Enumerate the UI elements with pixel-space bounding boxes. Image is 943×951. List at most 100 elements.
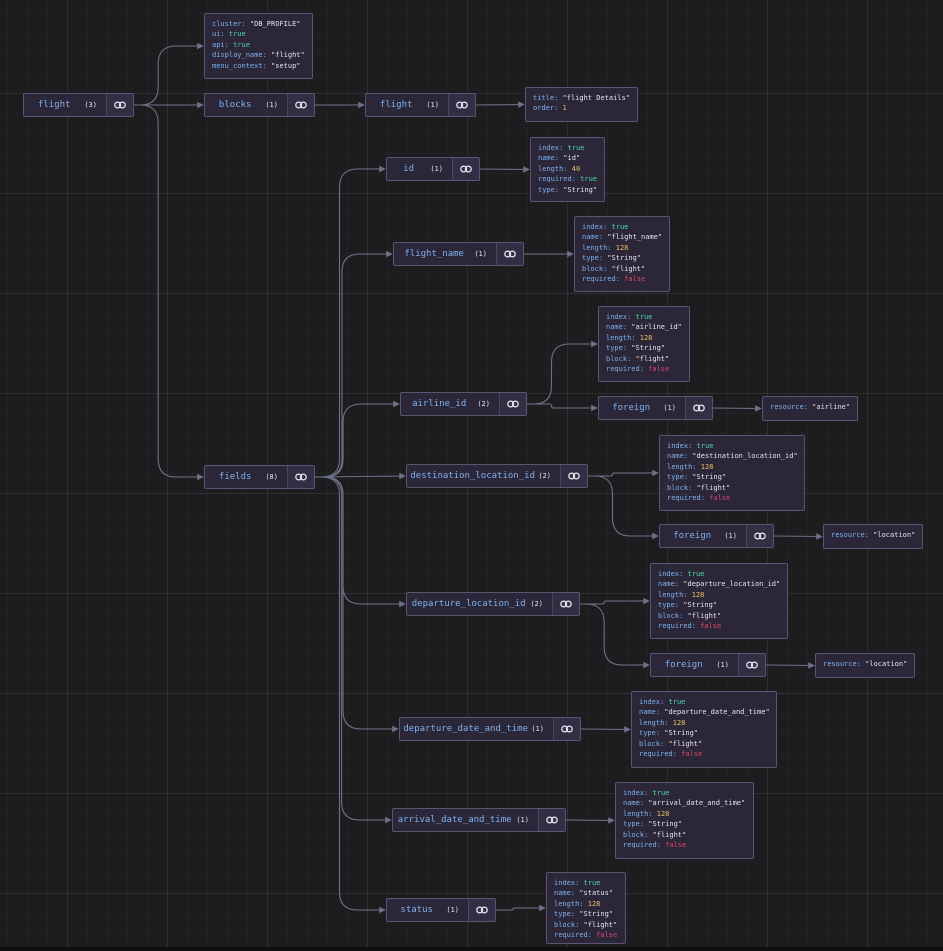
prop-row: index: true [658, 570, 705, 578]
prop-key: length [639, 718, 665, 727]
prop-value: "flight" [668, 739, 703, 748]
node-label: flight_name [404, 249, 464, 259]
prop-value: "flight" [611, 264, 646, 273]
link-icon[interactable] [496, 243, 523, 265]
node-destination-foreign[interactable]: foreign(1) [659, 524, 774, 548]
node-count: (1) [724, 532, 737, 540]
prop-key: length [623, 809, 649, 818]
prop-key: name [554, 889, 571, 898]
node-label: flight [379, 100, 413, 110]
props-airline-resource: resource: "airline" [762, 396, 858, 421]
prop-key: required [582, 275, 616, 284]
props-departure-resource: resource: "location" [815, 653, 915, 678]
prop-key: type [582, 254, 599, 263]
prop-value: false [665, 841, 687, 850]
node-label: departure_location_id [411, 599, 526, 609]
prop-row: type: "String" [606, 344, 666, 353]
prop-key: length [606, 333, 632, 342]
prop-value: "airline_id" [631, 323, 682, 332]
prop-row: index: true [582, 223, 629, 231]
prop-key: required [606, 365, 640, 374]
prop-row: index: true [639, 698, 686, 706]
prop-key: required [639, 750, 673, 759]
prop-row: index: true [606, 313, 653, 321]
edge-flight-block-to-props-block [475, 101, 525, 108]
prop-row: required: false [639, 750, 703, 759]
link-icon[interactable] [468, 899, 495, 921]
prop-row: required: false [667, 494, 731, 503]
edge-destination-foreign-to-props-destination-resource [773, 533, 823, 540]
node-airline-foreign[interactable]: foreign(1) [598, 396, 713, 420]
link-icon[interactable] [560, 465, 587, 487]
prop-value: "departure_location_id" [683, 580, 781, 589]
node-flight-name[interactable]: flight_name (1) [393, 242, 524, 266]
link-icon[interactable] [685, 397, 712, 419]
node-count: (1) [426, 101, 439, 109]
node-airline-id[interactable]: airline_id(2) [400, 392, 527, 416]
prop-key: required [623, 841, 657, 850]
prop-row: index: true [667, 442, 714, 450]
bottom-strip [0, 947, 943, 951]
prop-value: true [652, 789, 670, 797]
prop-value: true [668, 698, 686, 706]
prop-row: required: true [538, 175, 598, 184]
prop-value: "String" [648, 820, 683, 829]
node-id[interactable]: id(1) [386, 157, 480, 181]
prop-value: "status" [579, 889, 614, 898]
node-count: (8) [265, 473, 278, 481]
prop-key: required [554, 931, 588, 940]
prop-value: 128 [656, 809, 670, 818]
node-departure-date-and-time[interactable]: departure_date_and_time(1) [399, 717, 581, 741]
prop-key: index [582, 223, 604, 231]
prop-row: order: 1 [533, 104, 567, 113]
node-label: foreign [612, 403, 651, 413]
node-flight-root[interactable]: flight(3) [23, 93, 134, 117]
node-blocks[interactable]: blocks(1) [204, 93, 315, 117]
prop-key: block [658, 611, 680, 620]
link-icon[interactable] [499, 393, 526, 415]
prop-value: "String" [692, 473, 727, 482]
prop-row: resource: "location" [823, 660, 908, 668]
node-departure-location-id[interactable]: departure_location_id(2) [406, 592, 580, 616]
prop-value: false [700, 622, 722, 631]
prop-key: resource [831, 531, 865, 539]
node-count: (1) [474, 250, 487, 258]
prop-key: resource [823, 660, 857, 668]
prop-value: "location" [865, 660, 908, 668]
link-icon[interactable] [552, 593, 579, 615]
edge-fields-to-arrival-date-and-time [315, 476, 392, 824]
prop-value: "destination_location_id" [692, 452, 798, 461]
prop-value: "DB_PROFILE" [249, 20, 301, 28]
link-icon[interactable] [448, 94, 475, 116]
prop-row: required: false [623, 841, 687, 850]
prop-key: type [667, 473, 684, 482]
prop-value: "location" [873, 531, 916, 539]
prop-key: block [623, 830, 645, 839]
node-label: airline_id [412, 399, 467, 409]
link-icon[interactable] [287, 466, 314, 488]
prop-key: cluster [212, 20, 242, 28]
link-icon[interactable] [738, 654, 765, 676]
link-icon[interactable] [452, 158, 479, 180]
prop-key: length [538, 164, 564, 173]
link-icon[interactable] [538, 809, 565, 831]
link-icon[interactable] [746, 525, 773, 547]
prop-row: type: "String" [639, 729, 699, 738]
node-destination-location-id[interactable]: destination_location_id(2) [406, 464, 588, 488]
edge-airline-foreign-to-props-airline-resource [712, 405, 762, 412]
link-icon[interactable] [106, 94, 133, 116]
node-departure-foreign[interactable]: foreign(1) [650, 653, 766, 677]
node-flight-block[interactable]: flight (1) [365, 93, 476, 117]
prop-row: name: "arrival_date_and_time" [623, 799, 746, 808]
node-fields[interactable]: fields(8) [204, 465, 315, 489]
node-status[interactable]: status(1) [386, 898, 496, 922]
prop-value: "arrival_date_and_time" [648, 799, 746, 808]
link-icon[interactable] [553, 718, 580, 740]
node-arrival-date-and-time[interactable]: arrival_date_and_time(1) [392, 808, 566, 832]
link-icon[interactable] [287, 94, 314, 116]
prop-value: true [580, 175, 598, 184]
